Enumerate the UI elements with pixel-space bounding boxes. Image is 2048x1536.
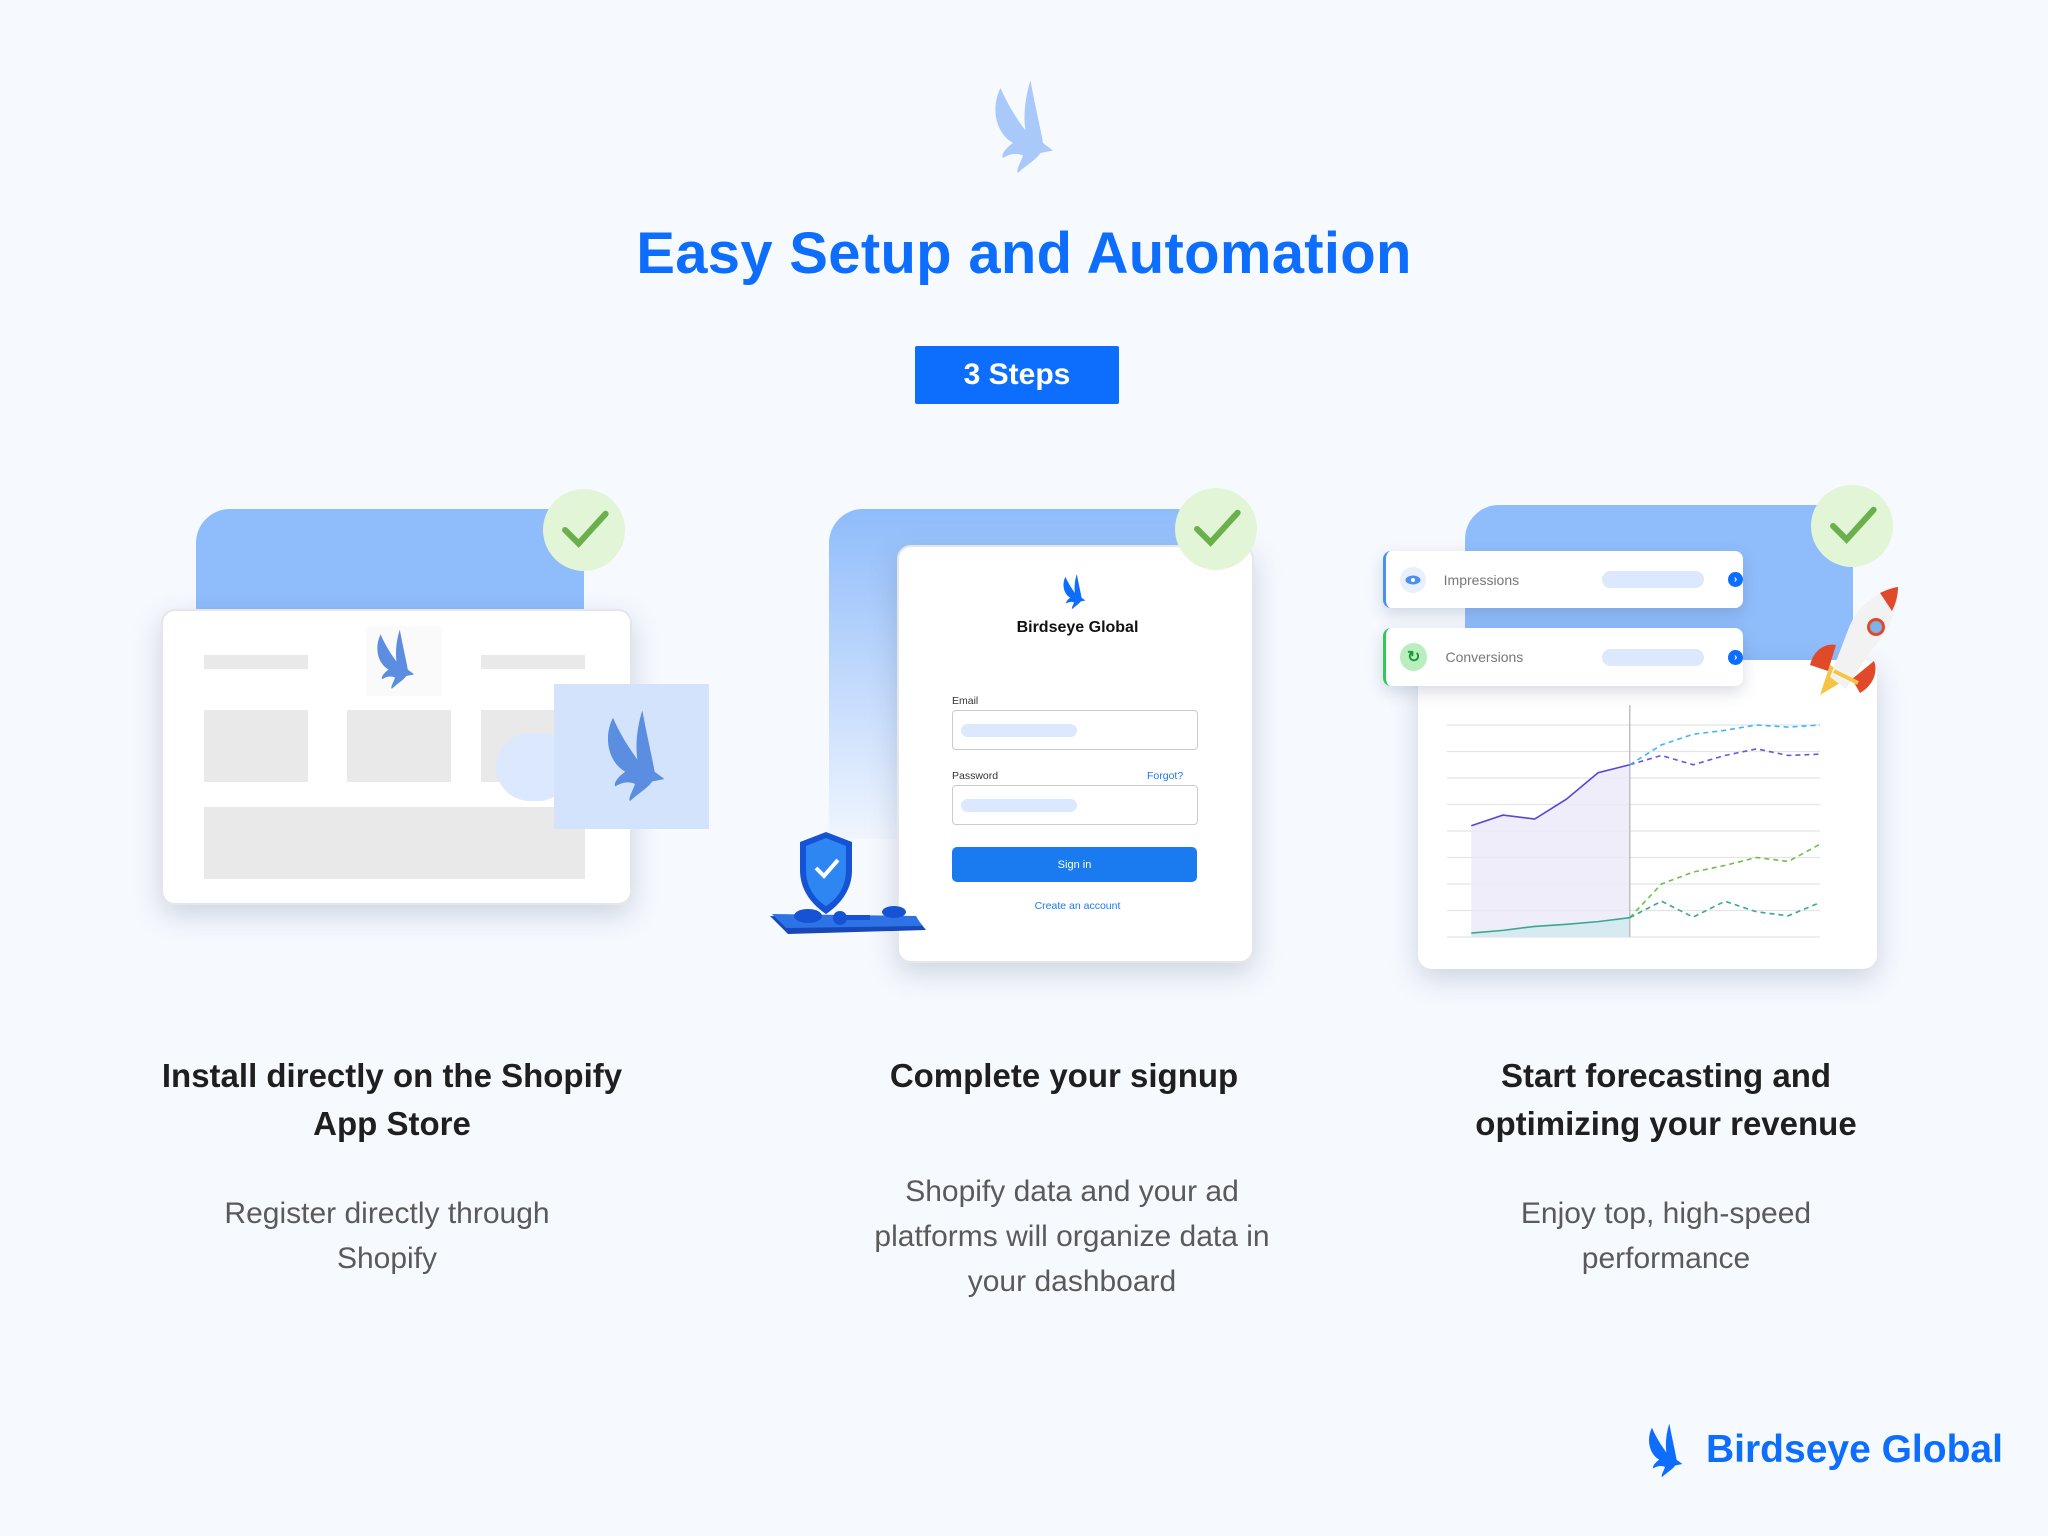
password-field[interactable] — [952, 785, 1198, 825]
email-label: Email — [952, 695, 979, 707]
series-line-conversions-forecast-high — [1629, 843, 1821, 919]
footer-bird-icon — [1643, 1422, 1687, 1480]
bird-logo-icon — [982, 78, 1064, 178]
bird-icon — [371, 628, 419, 692]
check-icon — [543, 489, 625, 571]
password-label: Password — [952, 770, 999, 782]
series-line-conversions-actual — [1471, 916, 1630, 934]
steps-badge: 3 Steps — [915, 346, 1119, 404]
series-line-impressions-forecast — [1629, 748, 1821, 766]
series-line-conversions-forecast — [1629, 900, 1821, 919]
metric-impressions[interactable]: Impressions › — [1383, 551, 1743, 608]
footer-brand: Birdseye Global — [1706, 1428, 2003, 1471]
metric-label: Impressions — [1443, 571, 1520, 588]
forecast-chart — [1447, 705, 1821, 938]
sign-in-button[interactable]: Sign in — [952, 847, 1197, 882]
chart-refresh-icon: ↻ — [1400, 643, 1428, 671]
security-shield-icon — [770, 832, 926, 934]
page-title: Easy Setup and Automation — [636, 221, 1412, 286]
check-icon — [1175, 488, 1257, 570]
check-icon — [1811, 485, 1893, 567]
forgot-link[interactable]: Forgot? — [1147, 770, 1184, 782]
metric-value-placeholder — [1602, 648, 1705, 666]
chevron-right-icon[interactable]: › — [1728, 649, 1743, 665]
eye-icon — [1400, 566, 1426, 593]
series-line-impressions-forecast-high — [1629, 724, 1821, 766]
signup-brand: Birdseye Global — [1016, 619, 1139, 636]
rocket-icon — [1810, 587, 1898, 695]
bird-icon — [598, 708, 672, 806]
chevron-right-icon[interactable]: › — [1728, 572, 1743, 587]
app-tile — [554, 684, 709, 829]
metric-label: Conversions — [1445, 649, 1524, 665]
series-area — [1471, 764, 1630, 937]
step1-backdrop — [196, 509, 584, 619]
metric-value-placeholder — [1601, 571, 1705, 588]
metric-conversions[interactable]: ↻ Conversions › — [1383, 628, 1743, 686]
signup-card: Birdseye Global Email Password Forgot? S… — [897, 545, 1254, 963]
step2-heading: Complete your signup — [889, 1057, 1239, 1094]
bird-icon — [1059, 573, 1089, 611]
create-account-link[interactable]: Create an account — [1034, 900, 1121, 912]
email-field[interactable] — [952, 710, 1198, 750]
series-line-impressions-actual — [1470, 763, 1630, 827]
